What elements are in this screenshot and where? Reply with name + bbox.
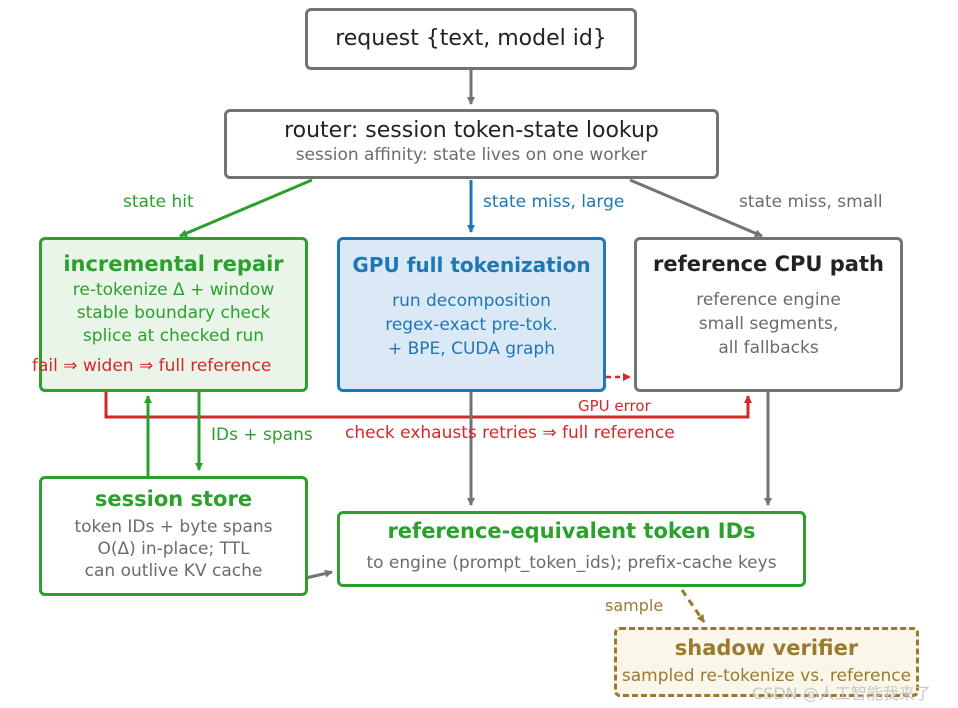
edge-incremental-cpu-fallback [104, 392, 752, 419]
label-gpu-error: GPU error [578, 397, 651, 415]
shadow-verifier-node: shadow verifier sampled re-tokenize vs. … [614, 627, 919, 697]
gpu-line-3: + BPE, CUDA graph [387, 339, 555, 359]
cpu-line-2: small segments, [698, 314, 839, 334]
output-subtitle: to engine (prompt_token_ids); prefix-cac… [366, 553, 777, 573]
cpu-title: reference CPU path [653, 252, 884, 276]
cpu-line-1: reference engine [696, 290, 841, 310]
incremental-fail-text: fail ⇒ widen ⇒ full reference [32, 356, 272, 376]
request-node: request {text, model id} [305, 8, 637, 70]
label-check-exhausts: check exhausts retries ⇒ full reference [345, 423, 675, 443]
session-title: session store [94, 487, 253, 511]
gpu-line-1: run decomposition [392, 291, 551, 311]
incremental-repair-node: incremental repair re-tokenize Δ + windo… [39, 237, 308, 392]
csdn-watermark: CSDN @人工智能我来了 [752, 684, 931, 703]
incremental-line-2: stable boundary check [76, 303, 271, 323]
label-sample: sample [605, 596, 664, 615]
edge-router-incremental [179, 178, 313, 238]
request-title: request {text, model id} [335, 26, 607, 51]
router-node: router: session token-state lookup sessi… [224, 109, 719, 179]
gpu-title: GPU full tokenization [352, 253, 591, 277]
router-title: router: session token-state lookup [284, 118, 659, 143]
incremental-title: incremental repair [63, 252, 284, 276]
label-ids-spans: IDs + spans [211, 425, 313, 445]
incremental-line-1: re-tokenize Δ + window [72, 280, 275, 300]
edge-router-cpu [629, 178, 763, 238]
gpu-tokenization-node: GPU full tokenization run decomposition … [337, 237, 606, 392]
output-title: reference-equivalent token IDs [387, 519, 756, 543]
label-state-miss-large: state miss, large [483, 192, 625, 212]
session-line-1: token IDs + byte spans [74, 517, 273, 537]
router-subtitle: session affinity: state lives on one wor… [295, 145, 648, 165]
edge-output-shadow [680, 589, 706, 623]
session-store-node: session store token IDs + byte spans O(Δ… [39, 476, 308, 596]
cpu-line-3: all fallbacks [718, 338, 819, 358]
shadow-subtitle: sampled re-tokenize vs. reference [621, 666, 912, 686]
session-line-2: O(Δ) in-place; TTL [97, 539, 250, 559]
label-state-hit: state hit [123, 192, 194, 212]
reference-cpu-node: reference CPU path reference engine smal… [634, 237, 903, 392]
incremental-line-3: splice at checked run [82, 326, 265, 346]
label-state-miss-small: state miss, small [739, 192, 883, 212]
shadow-title: shadow verifier [674, 636, 859, 660]
output-token-ids-node: reference-equivalent token IDs to engine… [337, 511, 806, 587]
session-line-3: can outlive KV cache [84, 561, 263, 581]
gpu-line-2: regex-exact pre-tok. [385, 315, 558, 335]
